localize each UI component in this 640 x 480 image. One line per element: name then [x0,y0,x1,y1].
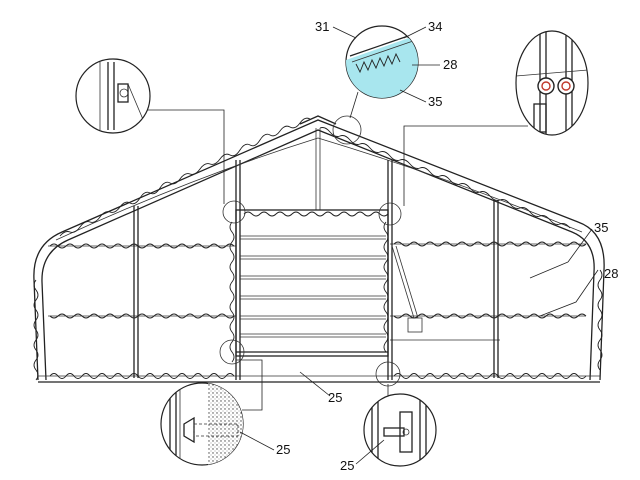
callout-top-film [345,25,419,99]
wheel-pair-icon [537,77,575,95]
label-25-right-detail: 25 [340,458,354,473]
callout-right-wheels [515,30,589,136]
label-25-mid: 25 [328,390,342,405]
leader-lines [144,91,599,411]
label-35-right: 35 [594,220,608,235]
callout-upper-left [75,58,151,134]
label-28-right: 28 [604,266,618,281]
clip-detail-icon [183,416,239,444]
callout-lower-left [160,382,244,466]
label-28-top: 28 [443,57,457,72]
detail-markers [219,115,402,387]
part-labels: 31 34 28 35 35 28 25 25 25 [239,19,618,473]
hinge-detail-icon [383,411,413,453]
greenhouse-frame [33,115,605,383]
label-25-left-detail: 25 [276,442,290,457]
callout-lower-right [363,393,437,467]
label-31: 31 [315,19,329,34]
label-35-top: 35 [428,94,442,109]
spring-wires [33,117,603,381]
door-slats [240,235,386,338]
label-34: 34 [428,19,442,34]
